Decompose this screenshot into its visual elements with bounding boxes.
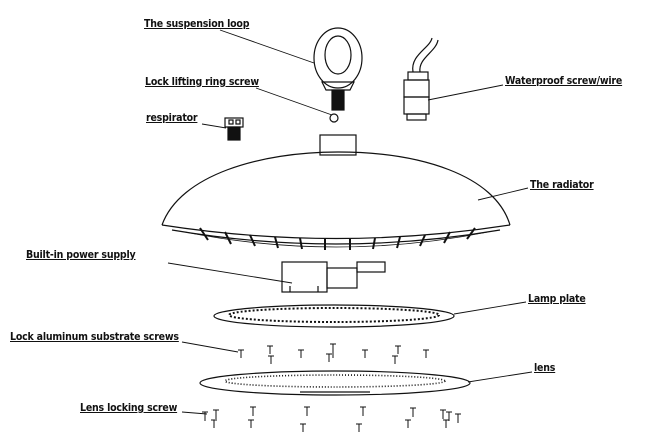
label-suspension-loop: The suspension loop <box>144 18 250 30</box>
waterproof-gland <box>403 37 439 121</box>
lifting-ring-screw <box>329 113 339 123</box>
label-respirator: respirator <box>146 112 198 124</box>
substrate-screws <box>238 343 429 364</box>
suspension-loop <box>313 27 363 111</box>
label-lock-lifting-ring-screw: Lock lifting ring screw <box>145 76 259 88</box>
leader-lines <box>167 29 533 415</box>
label-power-supply: Built-in power supply <box>26 249 136 261</box>
radiator <box>161 134 511 250</box>
label-waterproof-screw-wire: Waterproof screw/wire <box>505 75 623 87</box>
label-radiator: The radiator <box>530 179 594 191</box>
power-supply <box>281 261 386 293</box>
lamp-plate <box>213 304 455 328</box>
lens-part <box>199 370 471 396</box>
label-substrate-screws: Lock aluminum substrate screws <box>10 331 179 343</box>
label-lens: lens <box>534 362 556 374</box>
respirator-part <box>224 117 244 141</box>
label-lens-locking-screw: Lens locking screw <box>80 402 178 414</box>
label-lamp-plate: Lamp plate <box>528 293 586 305</box>
lens-screws <box>202 406 461 432</box>
